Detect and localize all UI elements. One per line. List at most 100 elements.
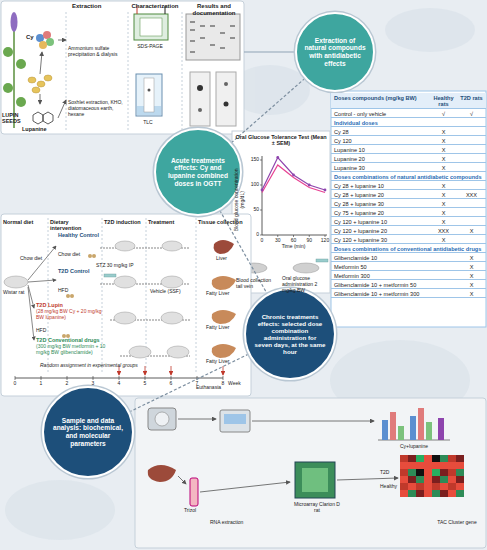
table-row — [331, 127, 486, 136]
table-cell: X — [430, 183, 457, 189]
text-label: Healthy Control — [58, 232, 118, 238]
text-label: Microarray Clarion D rat — [292, 502, 342, 514]
timeline-panel-part-part — [171, 366, 172, 375]
timeline-panel-part-part — [66, 294, 70, 298]
text-label: RNA extraction — [210, 520, 260, 526]
heatmap-part — [400, 469, 408, 476]
extraction-panel-part — [136, 74, 162, 116]
table-cell: Cy 28 + lupanine 20 — [334, 192, 429, 198]
text-label: Oral glucose administration 2 mg/kg BW — [282, 276, 328, 293]
extraction-panel-part — [39, 41, 47, 49]
timeline-panel-part-part — [114, 312, 136, 324]
text-label: TLC — [130, 120, 166, 126]
analysis-panel-part-part — [178, 476, 186, 484]
table-cell: Control - only vehicle — [334, 111, 429, 117]
heatmap-part — [456, 490, 464, 497]
circle-text: Extraction of natural compounds with ant… — [304, 37, 366, 67]
table-cell: X — [458, 273, 485, 279]
background-cells-part — [5, 480, 115, 540]
ogtt-chart-part — [261, 156, 327, 191]
text-label: HFD — [36, 328, 56, 334]
text-label: (28 mg/kg BW Cy + 20 mg/kg BW lupanine) — [36, 309, 108, 321]
timeline-panel-part-part — [129, 346, 151, 358]
analysis-panel-part-part — [178, 419, 216, 420]
timeline-panel-part-part — [92, 254, 96, 258]
extraction-panel — [1, 1, 244, 134]
extraction-panel-part — [40, 94, 41, 104]
ogtt-chart-part-part — [308, 184, 311, 187]
text-label: 5 — [140, 381, 150, 387]
text-label: T2D Control — [58, 268, 108, 274]
ogtt-chart-part-part — [261, 189, 264, 192]
heatmap-part — [440, 462, 448, 469]
timeline-panel — [1, 214, 251, 396]
bar-chart-part — [390, 412, 396, 440]
extraction-panel-part — [36, 34, 44, 42]
heatmap-part — [400, 483, 408, 490]
analysis-panel-part-part — [337, 478, 398, 480]
extraction-panel-part — [58, 100, 66, 118]
table-cell: Cy 75 + lupanine 20 — [334, 210, 429, 216]
circle-text-wrap: Sample and data analysis: biochemical, a… — [52, 417, 123, 447]
extraction-panel-part-part — [190, 21, 195, 22]
heatmap-part — [448, 483, 456, 490]
heatmap-part — [400, 462, 408, 469]
table-cell: X — [430, 201, 457, 207]
text-label: Blood glucose concentration (mg/dL) — [234, 160, 246, 240]
timeline-panel-part-part — [223, 366, 224, 375]
table-cell: √ — [458, 111, 485, 117]
extraction-panel-part — [224, 102, 229, 107]
table-cell: Glibenclamide 10 + metformin 300 — [334, 291, 429, 297]
text-label: Time (min) — [266, 244, 321, 250]
bar-chart-part — [398, 426, 404, 440]
extraction-panel-part — [1, 1, 244, 134]
timeline-panel-part — [214, 240, 234, 254]
circle-text: Acute treatments effects: Cy and lupanin… — [164, 157, 232, 187]
text-label: Ammonium sulfate precipitation & dialysi… — [68, 46, 126, 58]
extraction-panel-part — [3, 83, 13, 93]
timeline-panel-part-part — [28, 246, 56, 280]
timeline-panel-part-part — [115, 241, 135, 251]
ogtt-chart-part-part — [292, 174, 295, 177]
text-label: Oral Glucose Tolerance Test (Mean ± SEM) — [234, 134, 328, 147]
heatmap-part — [456, 483, 464, 490]
text-label: Lupanine — [22, 126, 62, 132]
ogtt-chart-part — [262, 165, 325, 193]
extraction-panel-part-part — [190, 51, 195, 52]
table-cell: X — [430, 156, 457, 162]
analysis-panel-part — [224, 414, 246, 424]
extraction-panel-part — [224, 82, 228, 86]
heatmap-part — [440, 476, 448, 483]
text-label: Normal diet — [3, 219, 47, 225]
table-cell: Glibenclamide 10 — [334, 255, 429, 261]
extraction-panel-part — [66, 12, 67, 130]
extraction-panel-part — [3, 47, 13, 57]
bar-chart-part — [410, 416, 416, 440]
extraction-panel-part-part — [200, 25, 205, 26]
table-panel — [331, 91, 486, 327]
heatmap-part — [416, 469, 424, 476]
heatmap-part — [424, 462, 432, 469]
text-label: HFD — [58, 288, 78, 294]
heatmap-part — [408, 476, 416, 483]
table-cell: Metformin 300 — [334, 273, 429, 279]
extraction-panel-part-part — [220, 47, 225, 48]
extraction-panel-part — [216, 72, 236, 126]
extraction-panel-part — [46, 38, 54, 46]
extraction-panel-part — [198, 108, 202, 112]
extraction-panel-part — [33, 112, 43, 124]
timeline-panel-part — [104, 274, 116, 277]
table-section: Doses combinations of natural antidiabet… — [334, 174, 484, 180]
extraction-panel-part — [134, 14, 168, 40]
extraction-panel-part-part — [190, 29, 195, 30]
table-cell: X — [458, 264, 485, 270]
timeline-panel-part-part — [93, 376, 94, 380]
table-cell: Lupanine 10 — [334, 147, 429, 153]
extraction-panel-part — [32, 87, 40, 93]
timeline-panel-part-part — [223, 376, 224, 380]
heatmap-part — [416, 455, 424, 462]
text-label: 0 — [10, 381, 20, 387]
text-label: Characterization — [128, 3, 182, 10]
extraction-panel-part — [44, 75, 52, 81]
heatmap-part — [408, 490, 416, 497]
